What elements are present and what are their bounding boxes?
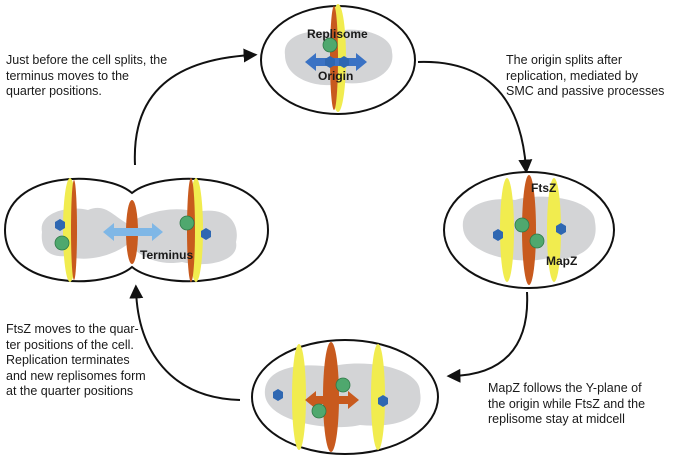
yellow-ring [547, 178, 561, 282]
ftsz-ring [71, 180, 77, 280]
mapz-label: MapZ [546, 254, 577, 268]
origin-split-arrow-icon [305, 53, 367, 71]
caption-top-left: Just before the cell splits, the terminu… [6, 53, 168, 98]
origin-icon [55, 219, 65, 231]
origin-icon [201, 228, 211, 240]
caption-bottom-left: FtsZ moves to the quar- ter positions of… [6, 322, 146, 398]
cell-stage-1: Replisome Origin [260, 4, 416, 115]
ftsz-ring [187, 178, 195, 282]
cycle-arrow-top-right [417, 60, 533, 174]
cell-stage-3 [251, 339, 439, 455]
cycle-arrow-top-left [133, 48, 258, 166]
origin-label: Origin [318, 69, 353, 83]
yellow-ring [500, 178, 514, 282]
origin-icon [556, 223, 566, 235]
replisome-icon [529, 233, 545, 249]
caption-bottom-right: MapZ follows the Y-plane of the origin w… [488, 381, 646, 426]
ftsz-label: FtsZ [531, 181, 556, 195]
ftsz-ring [522, 175, 536, 285]
replisome-icon [179, 215, 195, 231]
replisome-icon [514, 217, 530, 233]
terminus-label: Terminus [140, 248, 193, 262]
terminus-split-arrow-icon [103, 223, 163, 241]
replisome-icon [54, 235, 70, 251]
cycle-arrow-bottom-left [129, 284, 241, 401]
origin-icon [325, 56, 335, 68]
replisome-icon [322, 37, 338, 53]
caption-top-right: The origin splits after replication, med… [506, 53, 665, 98]
origin-icon [273, 389, 283, 401]
mapz-split-arrow-icon [305, 391, 359, 409]
replisome-icon [311, 403, 327, 419]
replisome-label: Replisome [307, 27, 368, 41]
origin-icon [493, 229, 503, 241]
origin-icon [378, 395, 388, 407]
replisome-icon [335, 377, 351, 393]
yellow-ring [371, 344, 385, 450]
origin-icon [339, 56, 349, 68]
cycle-arrow-bottom-right [446, 291, 529, 383]
cell-stage-2: FtsZ MapZ [443, 171, 615, 289]
cell-stage-4: Terminus [3, 177, 270, 283]
yellow-ring [292, 344, 306, 450]
nucleoid [264, 363, 421, 428]
